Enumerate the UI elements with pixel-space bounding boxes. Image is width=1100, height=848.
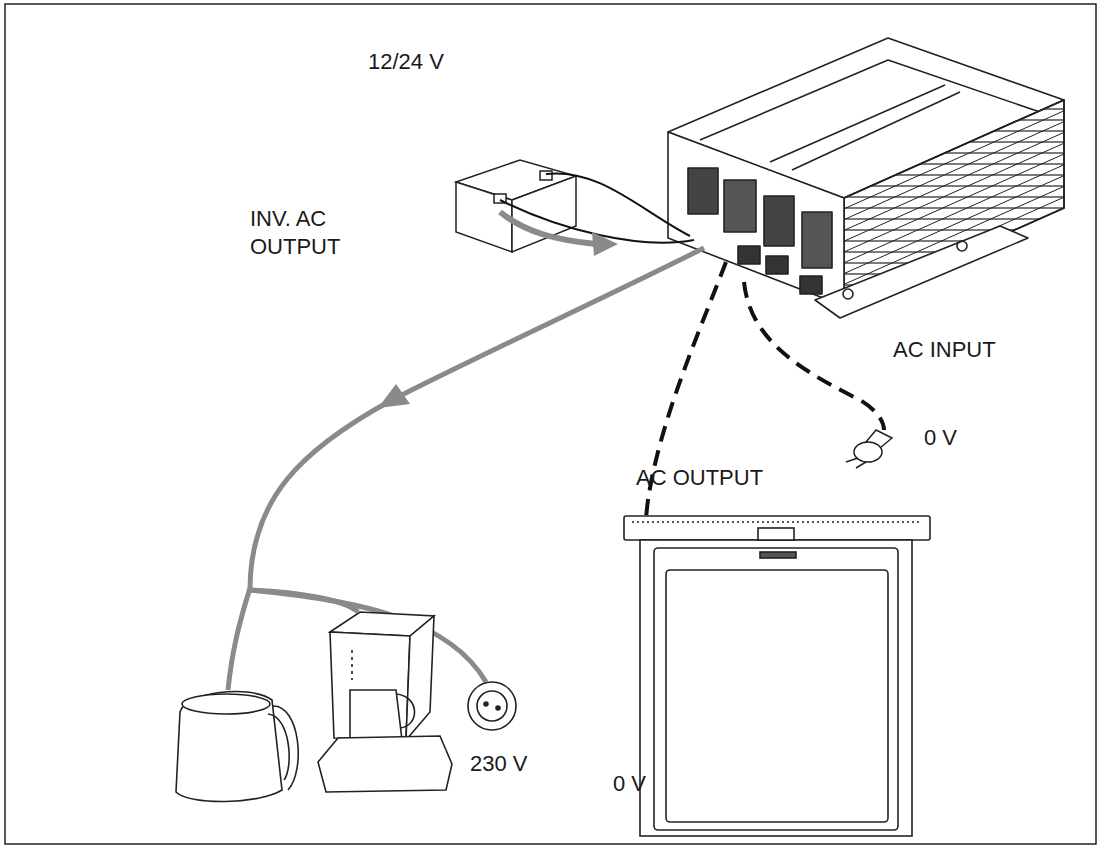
- coffee-maker: [318, 612, 452, 792]
- inverter-unit: [668, 38, 1064, 318]
- wall-socket: [468, 682, 516, 730]
- voltage-label: 0 V: [924, 424, 957, 452]
- arrowhead: [592, 232, 618, 256]
- frame: [5, 4, 1096, 844]
- output-label: INV. AC OUTPUT: [250, 205, 390, 260]
- voltage-label: 230 V: [470, 750, 528, 778]
- mains-plug: [846, 430, 892, 468]
- heat-sink-fin: [844, 111, 1064, 209]
- battery-voltage: 12/24 V: [368, 48, 444, 76]
- power-flow-arrow: [500, 212, 596, 244]
- kettle: [176, 691, 298, 801]
- inv-ac-cable: [400, 248, 704, 396]
- kettle-cable: [228, 588, 250, 690]
- heat-sink-fin: [844, 122, 1064, 220]
- input-label: AC INPUT: [893, 336, 996, 364]
- refrigerator: [624, 516, 930, 836]
- output-label: AC OUTPUT: [636, 464, 763, 492]
- ac-input-cable: [744, 282, 884, 430]
- inv-ac-cable: [250, 400, 392, 590]
- voltage-label: 0 V: [613, 770, 646, 798]
- heat-sink-fin: [844, 154, 1064, 252]
- heat-sink-fin: [844, 132, 1064, 230]
- heat-sink-fin: [844, 143, 1064, 241]
